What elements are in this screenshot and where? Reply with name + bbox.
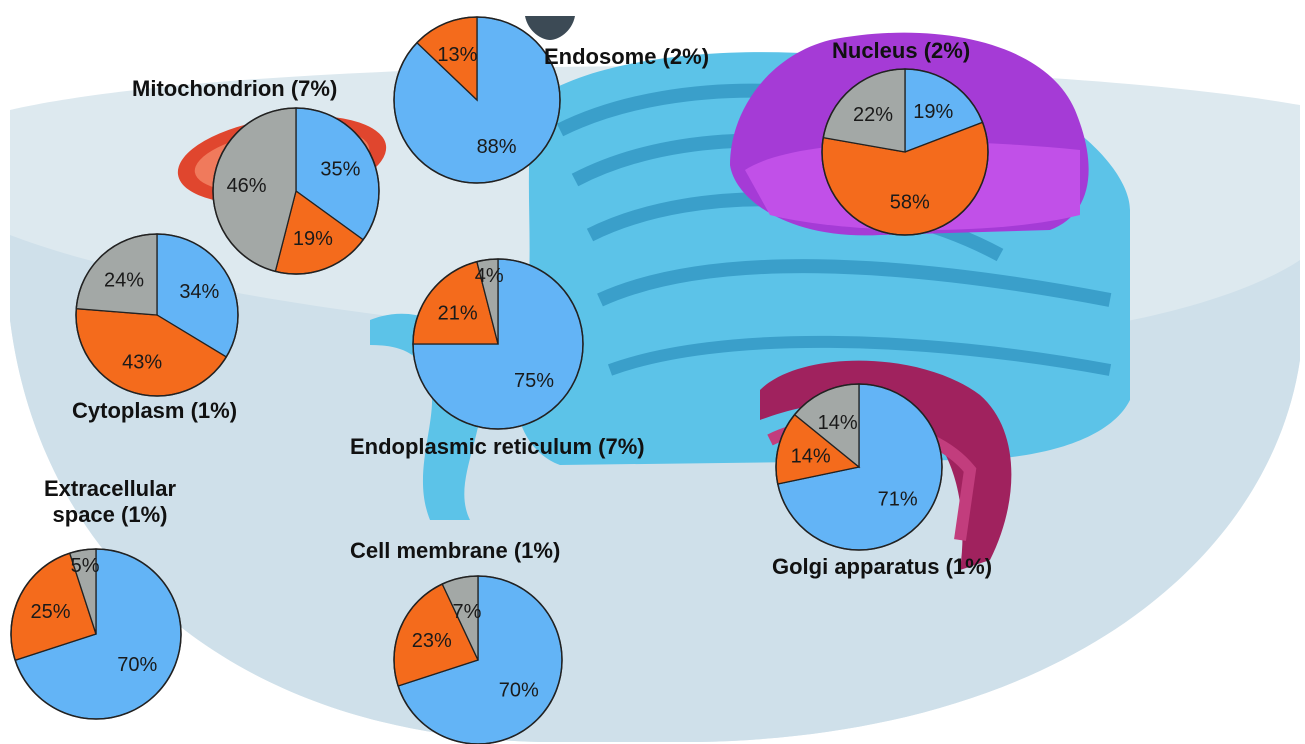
er-fold-4 [597,259,1112,307]
mitochondrion-label-gray: 46% [227,175,267,197]
extracellular-space-pie: 70% 25% 5% [10,548,182,720]
mitochondrion-title: Mitochondrion (7%) [132,76,338,101]
extracellular-space-label-orange: 25% [31,601,71,623]
cell-membrane-pie-outline [393,575,563,744]
cytoplasm-title: Cytoplasm (1%) [72,398,238,423]
cytoplasm-label-orange: 43% [122,351,162,373]
nucleus-pie-outline [821,68,989,236]
mitochondrion-pie: 35% 19% 46% [212,107,380,275]
endoplasmic-reticulum-label-orange: 21% [438,303,478,325]
nucleus-pie: 19% 58% 22% [821,68,989,236]
cytoplasm-label-gray: 24% [104,269,144,291]
er-fold-5 [607,335,1112,376]
endoplasmic-reticulum-label-gray: 4% [475,265,504,287]
golgi-apparatus-pie: 71% 14% 14% [775,383,943,551]
mitochondrion-label-blue: 35% [320,158,360,180]
cytoplasm-pie-outline [75,233,239,397]
endosome-pie-outline [393,16,561,184]
endosome-shape [525,16,575,40]
extracellular-space-label-gray: 5% [71,555,100,577]
cell-membrane-pie: 70% 23%7% [393,575,563,744]
cell-membrane-label-gray: 7% [453,601,482,623]
endoplasmic-reticulum-pie: 75% 21% 4% [412,258,584,430]
endosome-label-orange: 13% [437,44,477,66]
golgi-apparatus-label-blue: 71% [878,488,918,510]
nucleus-label-orange: 58% [890,192,930,214]
cytoplasm-label-blue: 34% [179,281,219,303]
cytoplasm-pie: 34% 43% 24% [75,233,239,397]
nucleus-title: Nucleus (2%) [832,38,971,63]
golgi-apparatus-title: Golgi apparatus (1%) [772,554,993,579]
cell-membrane-label-orange: 23% [412,630,452,652]
endoplasmic-reticulum-label-blue: 75% [514,370,554,392]
extracellular-space-pie-outline [10,548,182,720]
golgi-shape [760,360,1012,570]
endosome-title: Endosome (2%) [544,44,710,69]
pie-charts-layer: 88% 13% 19% 58% 22% 35% 19% 46% 34% 43% 24% 75% 21% 4… [10,16,989,744]
endoplasmic-reticulum-title: Endoplasmic reticulum (7%) [350,434,645,459]
cell-membrane-title: Cell membrane (1%) [350,538,561,563]
extracellular-space-title: Extracellular space (1%) [43,476,177,527]
golgi-apparatus-pie-outline [775,383,943,551]
endosome-label-blue: 88% [477,136,517,158]
golgi-apparatus-label-orange: 14% [791,445,831,467]
golgi-apparatus-label-gray: 14% [818,412,858,434]
cell-membrane-label-blue: 70% [499,680,539,702]
nucleus-label-blue: 19% [913,101,953,123]
extracellular-space-label-blue: 70% [117,654,157,676]
mitochondrion-pie-outline [212,107,380,275]
nucleus-label-gray: 22% [853,104,893,126]
mitochondrion-label-orange: 19% [293,228,333,250]
endoplasmic-reticulum-pie-outline [412,258,584,430]
endosome-pie: 88% 13% [393,16,561,184]
